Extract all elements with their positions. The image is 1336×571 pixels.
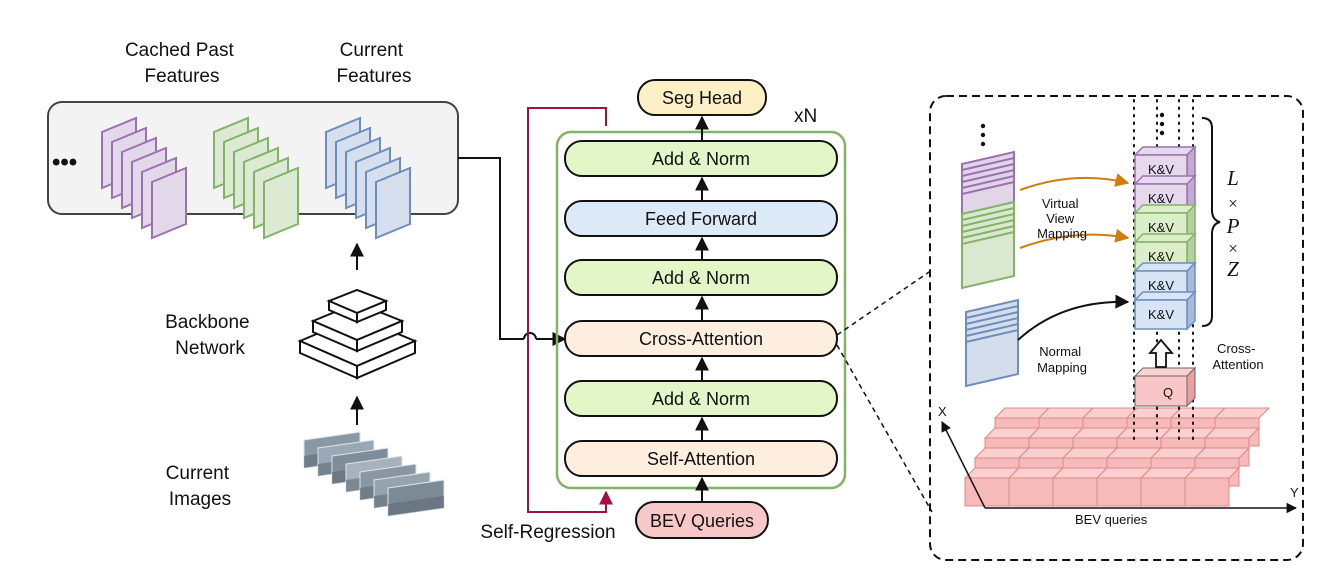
query-cube: Q — [1133, 366, 1197, 408]
current-features-label: Current Features — [337, 40, 412, 87]
svg-text:Feed Forward: Feed Forward — [645, 209, 757, 229]
ellipsis-icon: ••• — [52, 149, 77, 176]
hollow-up-arrow-icon — [1148, 338, 1174, 368]
zoom-line-top — [836, 269, 933, 336]
kv-label: K&V — [1148, 220, 1174, 235]
dimension-label-p: P — [1226, 214, 1240, 238]
seg-head-block — [637, 79, 767, 116]
key-value-pillar: K&V K&V K&V K&V K&V K&V — [1133, 145, 1197, 331]
feature-map-sheet — [151, 166, 187, 240]
kv-label: K&V — [1148, 191, 1174, 206]
virtual-view-arrow-lower — [1019, 228, 1130, 249]
svg-text:Seg Head: Seg Head — [662, 88, 742, 108]
vertical-ellipsis-icon — [980, 112, 1165, 147]
bev-cell-front — [1140, 477, 1186, 507]
kv-cube-top — [1133, 146, 1197, 156]
kv-cube-top — [1133, 175, 1197, 185]
self-regression-label: Self-Regression — [480, 522, 615, 543]
bev-query-grid — [963, 407, 1271, 507]
virtual-view-arrow-upper — [1019, 173, 1130, 191]
current-feature-map-blue — [965, 298, 1019, 388]
cached-feature-stack-recent — [213, 116, 299, 240]
svg-text:Self-Attention: Self-Attention — [647, 449, 755, 469]
left-panel: Cached Past Features Current Features ••… — [47, 40, 567, 517]
dimension-label-l: L — [1226, 166, 1239, 190]
kv-cube-top — [1133, 291, 1197, 301]
bev-cell-front — [1184, 477, 1230, 507]
dimension-times-2: × — [1228, 239, 1238, 258]
bev-cell-front — [1052, 477, 1098, 507]
current-feature-stack — [325, 116, 411, 240]
kv-cube-top — [1133, 204, 1197, 214]
kv-cube-top — [1133, 233, 1197, 243]
feature-map-sheet — [263, 166, 299, 240]
bev-cell-front — [1008, 477, 1054, 507]
bev-cell-front — [1096, 477, 1142, 507]
cross-attention-detail-panel: X Y BEV queries Virtual View Mapping — [929, 95, 1304, 561]
dimension-bracket — [1201, 117, 1221, 327]
backbone-label: Backbone Network — [165, 312, 255, 359]
bev-queries-label: BEV queries — [1075, 512, 1148, 527]
query-label: Q — [1163, 385, 1173, 400]
kv-label: K&V — [1148, 278, 1174, 293]
camera-images-thumbnail — [303, 431, 445, 517]
normal-mapping-label: Normal Mapping — [1037, 344, 1087, 375]
self-regression-loop — [527, 107, 613, 513]
svg-text:Add & Norm: Add & Norm — [652, 268, 750, 288]
arrow-features-to-cross-attention — [458, 157, 524, 340]
bev-cell-top — [1213, 407, 1271, 419]
bev-cell-top — [1203, 427, 1261, 439]
current-images-label: Current Images — [166, 463, 235, 510]
kv-label: K&V — [1148, 249, 1174, 264]
cached-features-label: Cached Past Features — [125, 40, 239, 87]
axis-x-label: X — [938, 404, 947, 419]
feature-sheet — [961, 230, 1015, 290]
kv-label: K&V — [1148, 162, 1174, 177]
svg-text:Add & Norm: Add & Norm — [652, 389, 750, 409]
past-feature-map-green — [961, 200, 1015, 290]
cached-feature-stack — [101, 116, 187, 240]
svg-text:BEV Queries: BEV Queries — [650, 511, 754, 531]
backbone-pyramid-icon — [297, 288, 418, 380]
svg-text:Cross-Attention: Cross-Attention — [639, 329, 763, 349]
camera-image-road — [388, 496, 444, 516]
kv-cube-top — [1133, 262, 1197, 272]
zoom-line-bottom — [836, 344, 933, 513]
repeat-label: xN — [794, 106, 817, 127]
dimension-label-z: Z — [1227, 257, 1239, 281]
feature-map-sheet — [375, 166, 411, 240]
bev-cell-top — [1183, 467, 1241, 479]
dimension-times-1: × — [1228, 194, 1238, 213]
axis-y-label: Y — [1290, 485, 1299, 500]
svg-text:Add & Norm: Add & Norm — [652, 149, 750, 169]
bev-cell-top — [1193, 447, 1251, 459]
kv-label: K&V — [1148, 307, 1174, 322]
virtual-view-mapping-label: Virtual View Mapping — [1037, 196, 1087, 241]
axis-x-line — [941, 421, 986, 509]
detail-frame — [929, 95, 1304, 561]
kv-cube-front — [1134, 299, 1188, 330]
cross-attention-label: Cross- Attention — [1212, 341, 1263, 372]
transformer-encoder: xN Seg Head Add & Norm Feed Forward Add … — [480, 79, 847, 543]
normal-mapping-arrow — [1017, 294, 1130, 341]
line-hop — [523, 332, 537, 340]
feature-sheet — [965, 328, 1019, 388]
